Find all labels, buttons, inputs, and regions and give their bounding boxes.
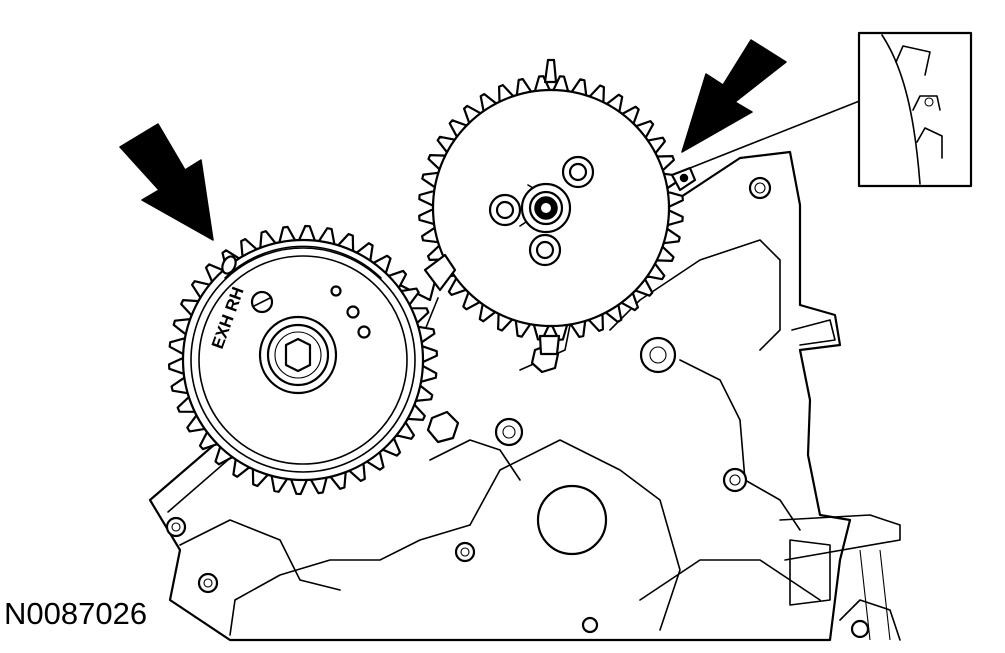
arrow-pointer-icon [119,123,214,241]
cylinder-head-casting [148,150,901,642]
arrow-pointer-icon [681,39,787,153]
intake-camshaft-sprocket [418,58,697,356]
timing-mark-icon [221,255,237,275]
detail-inset [679,31,973,188]
exhaust-camshaft-sprocket: EXH RH [168,224,438,496]
figure-reference-number: N0087026 [4,596,148,631]
